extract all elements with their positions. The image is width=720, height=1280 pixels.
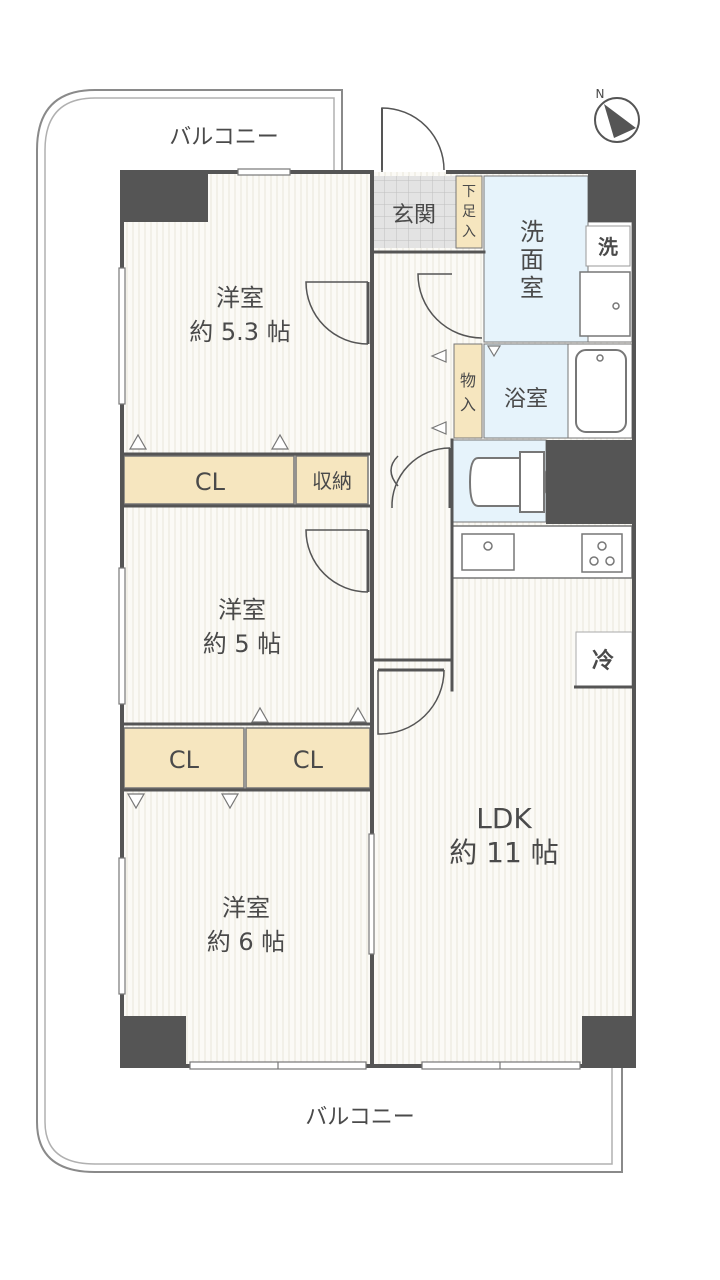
room1-size: 約 5.3 帖 bbox=[189, 318, 290, 346]
bath-area bbox=[483, 343, 569, 439]
genkan-area bbox=[372, 176, 456, 248]
closet-3 bbox=[245, 727, 371, 789]
shuno-label: 収納 bbox=[312, 469, 352, 493]
cl1-label: CL bbox=[195, 468, 226, 496]
room3-name: 洋室 bbox=[222, 894, 270, 922]
ldk-name: LDK bbox=[476, 802, 532, 835]
shuno-closet bbox=[295, 455, 369, 505]
mono-area bbox=[453, 343, 483, 439]
closet-1 bbox=[123, 455, 295, 505]
senmen-label-2: 面 bbox=[520, 246, 544, 274]
senmen-area bbox=[483, 175, 589, 343]
balcony-bottom-label: バルコニー bbox=[305, 1105, 415, 1130]
senmen-label-1: 洗 bbox=[520, 218, 544, 246]
mono-label-1: 物 bbox=[460, 371, 476, 390]
room3-size: 約 6 帖 bbox=[207, 928, 286, 956]
senmen-label-3: 室 bbox=[520, 274, 544, 302]
entry-door bbox=[381, 107, 445, 172]
getabako-label-3: 入 bbox=[462, 224, 476, 240]
mono-label-2: 入 bbox=[460, 395, 476, 414]
cl2-label: CL bbox=[169, 746, 200, 774]
room2-name: 洋室 bbox=[218, 596, 266, 624]
getabako-label-1: 下 bbox=[462, 184, 476, 200]
getabako-area bbox=[455, 175, 483, 249]
room2-size: 約 5 帖 bbox=[203, 630, 282, 658]
north-compass-icon bbox=[594, 97, 640, 143]
genkan-label: 玄関 bbox=[392, 203, 436, 228]
north-label: N bbox=[596, 87, 605, 101]
washing-machine-label: 洗 bbox=[598, 235, 618, 259]
balcony-top-label: バルコニー bbox=[169, 125, 279, 150]
cl3-label: CL bbox=[293, 746, 324, 774]
balcony-outline bbox=[36, 89, 623, 1173]
closet-2 bbox=[123, 727, 245, 789]
fridge-label: 冷 bbox=[592, 648, 614, 674]
bath-label: 浴室 bbox=[504, 387, 548, 412]
getabako-label-2: 足 bbox=[462, 204, 476, 220]
room1-name: 洋室 bbox=[216, 284, 264, 312]
ldk-size: 約 11 帖 bbox=[449, 836, 558, 869]
